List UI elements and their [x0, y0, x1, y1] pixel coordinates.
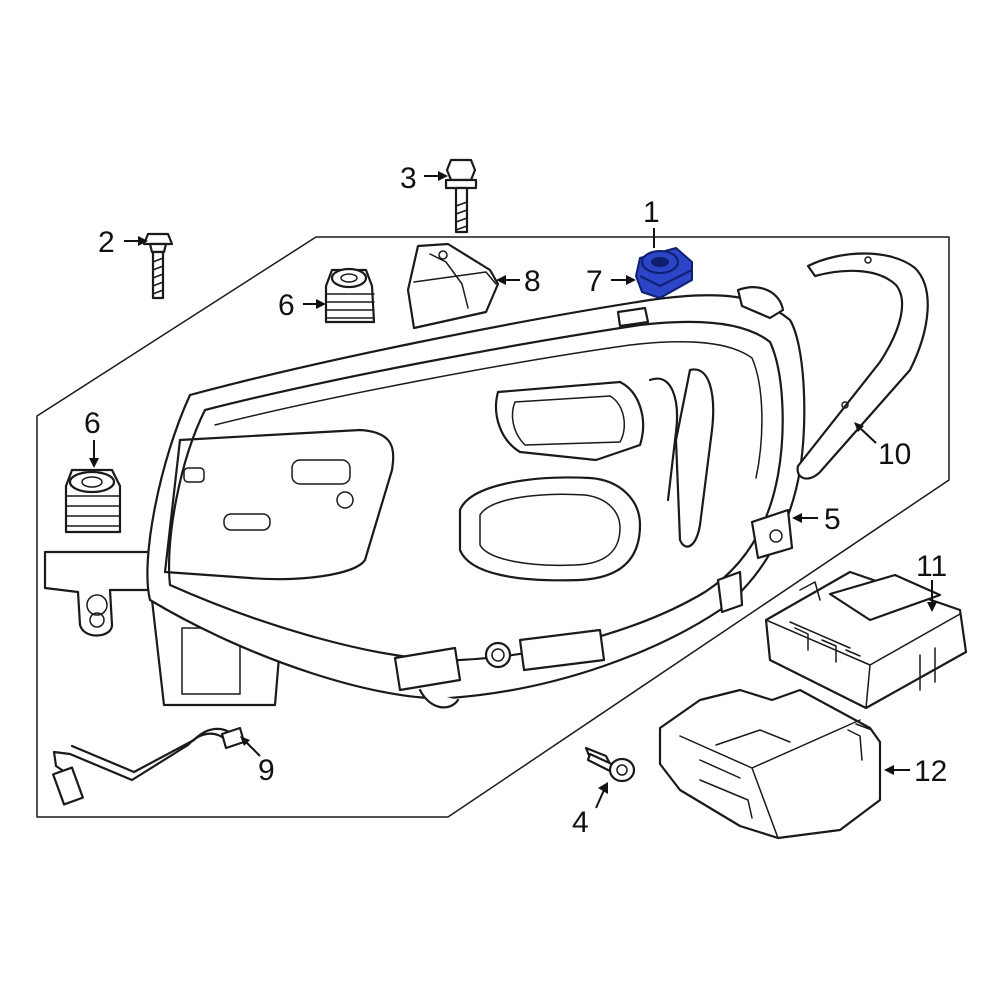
- callout-6-upper: 6: [278, 289, 295, 322]
- screw-part-2[interactable]: [142, 232, 174, 300]
- grommet-part-6-upper[interactable]: [324, 267, 376, 324]
- callout-12: 12: [914, 755, 947, 788]
- callout-9: 9: [258, 754, 275, 787]
- module-bracket-part-12[interactable]: [658, 688, 882, 840]
- wiring-harness-part-9[interactable]: [52, 726, 246, 806]
- callout-11: 11: [916, 550, 947, 583]
- callout-8: 8: [524, 265, 541, 298]
- callout-4: 4: [572, 806, 589, 839]
- screw-part-4[interactable]: [584, 746, 636, 783]
- bolt-part-3[interactable]: [444, 158, 478, 234]
- callout-1: 1: [643, 196, 660, 229]
- callout-7: 7: [586, 265, 603, 298]
- headlamp-assembly[interactable]: [43, 286, 806, 709]
- trim-strip-part-10[interactable]: [796, 252, 929, 480]
- callout-5: 5: [824, 503, 841, 536]
- bracket-part-8[interactable]: [406, 242, 500, 330]
- callout-6-lower: 6: [84, 407, 101, 440]
- assembly-boundary: [36, 236, 950, 818]
- adapter-part-7-highlighted[interactable]: [635, 247, 693, 299]
- control-module-part-11[interactable]: [764, 570, 968, 710]
- callout-labels: 1 2 3 4 5 6 6 7 8 9 10 11 12: [84, 162, 947, 839]
- clip-part-5[interactable]: [750, 508, 794, 560]
- callout-3: 3: [400, 162, 417, 195]
- callout-2: 2: [98, 226, 115, 259]
- callout-10: 10: [878, 438, 911, 471]
- grommet-part-6-lower[interactable]: [64, 468, 122, 534]
- leader-lines: [89, 171, 937, 809]
